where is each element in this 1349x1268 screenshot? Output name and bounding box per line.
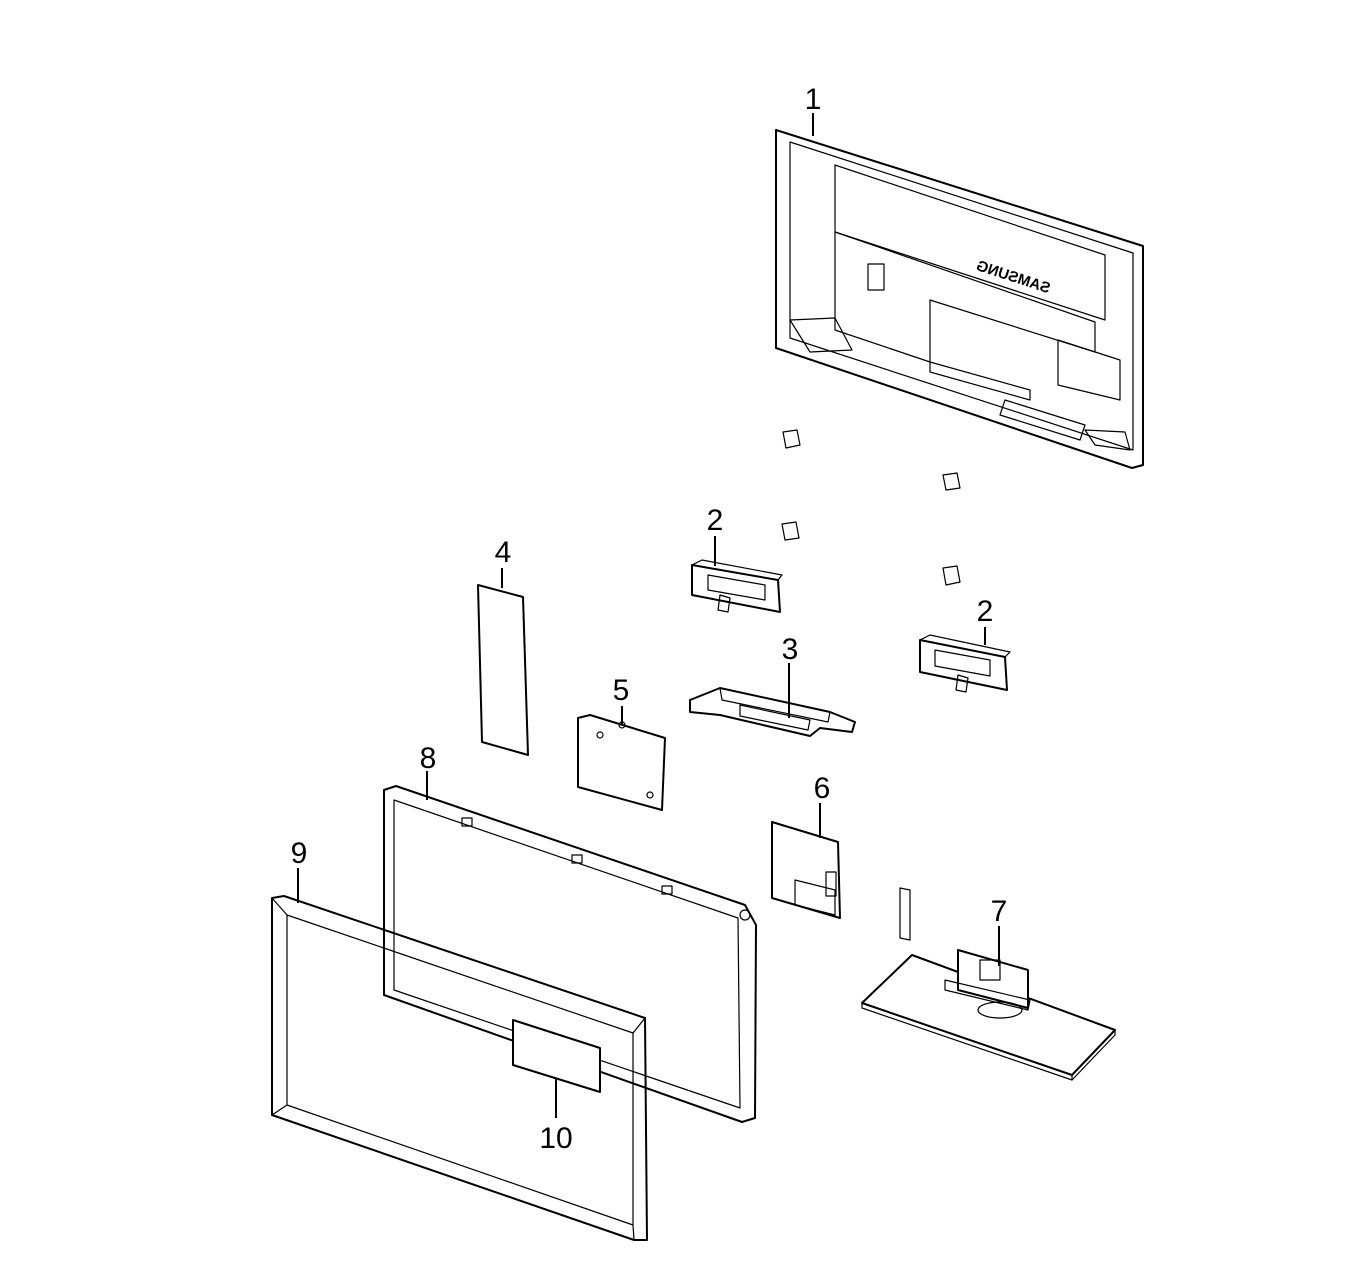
hook-clips — [781, 429, 961, 586]
part-9-front-bezel — [271, 895, 648, 1241]
callout-6: 6 — [814, 772, 831, 805]
rear-cover-brand-text: SAMSUNG — [974, 257, 1052, 297]
part-7-stand — [861, 949, 1116, 1081]
part-3-stand-bracket — [689, 687, 856, 737]
leader-lines — [297, 113, 1000, 1118]
callout-10: 10 — [539, 1122, 572, 1155]
callout-3: 3 — [782, 633, 799, 666]
part-8-panel-frame — [383, 785, 757, 1123]
part-2-bracket-right — [919, 634, 1011, 693]
callout-8: 8 — [420, 742, 437, 775]
callout-5: 5 — [613, 674, 630, 707]
callout-2-right: 2 — [977, 595, 994, 628]
part-1-rear-cover: SAMSUNG — [775, 129, 1144, 469]
callout-numbers: 1 2 2 3 4 5 6 7 8 9 10 — [291, 83, 1008, 1155]
part-4-sheet — [477, 584, 529, 756]
part-6-board — [771, 821, 841, 919]
part-10-label — [512, 1019, 601, 1093]
callout-1: 1 — [805, 83, 822, 116]
callout-4: 4 — [495, 536, 512, 569]
callout-7: 7 — [991, 895, 1008, 928]
part-2-bracket-left — [691, 559, 783, 613]
small-strip — [899, 887, 911, 941]
callout-2-left: 2 — [707, 504, 724, 537]
part-5-board — [577, 714, 666, 811]
callout-9: 9 — [291, 837, 308, 870]
